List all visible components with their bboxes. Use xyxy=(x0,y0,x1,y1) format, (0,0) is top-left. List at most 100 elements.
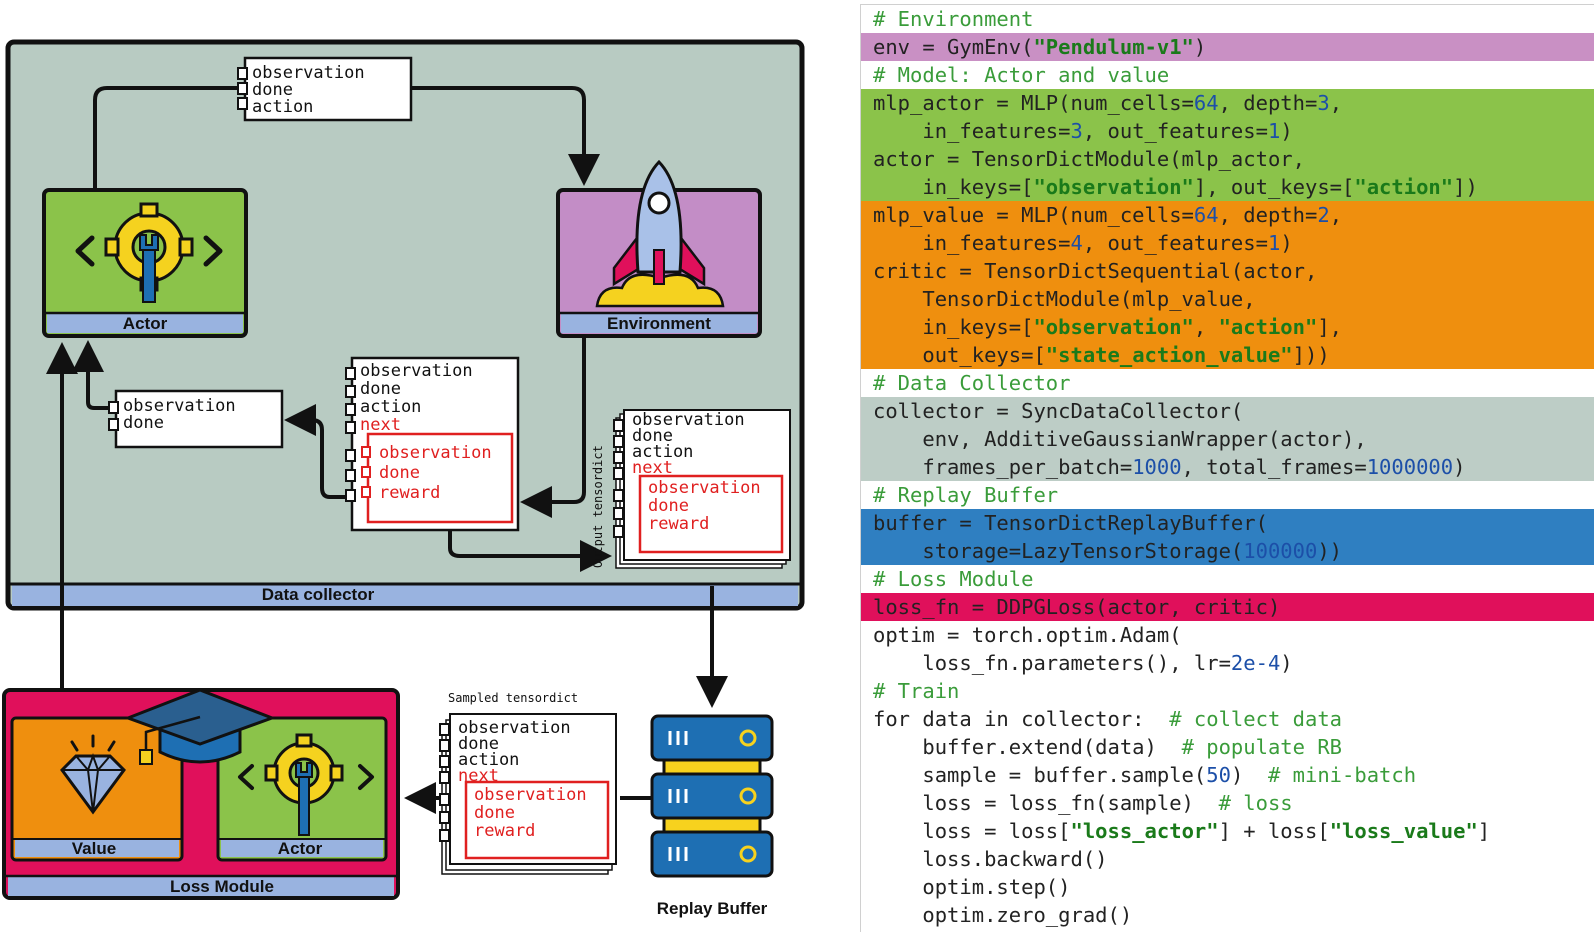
code-text: optim = torch.optim.Adam( xyxy=(873,623,1182,647)
code-text: out_keys=[ xyxy=(873,343,1046,367)
code-text: loss = loss[ xyxy=(873,819,1071,843)
code-text: )) xyxy=(1317,539,1343,563)
code-comment: # populate RB xyxy=(1181,735,1343,759)
code-comment: # Data Collector xyxy=(873,371,1071,395)
td-next-key: done xyxy=(379,463,420,483)
code-line-critic-in-keys: in_keys=["observation", "action"], xyxy=(861,313,1594,341)
code-number: 3 xyxy=(1317,91,1330,115)
code-comment: # Environment xyxy=(873,7,1034,31)
td-key: observation xyxy=(252,63,365,83)
code-comment: # Model: Actor and value xyxy=(873,63,1170,87)
td-next-key: reward xyxy=(474,821,535,841)
code-text: in_features= xyxy=(873,119,1071,143)
code-line-env: env = GymEnv("Pendulum-v1") xyxy=(861,33,1594,61)
arrow-step-td-to-small-td xyxy=(284,404,346,499)
output-tensordict-label: Output tensordict xyxy=(591,445,605,568)
loss-actor-label: Actor xyxy=(278,839,323,858)
code-text: ] + loss[ xyxy=(1218,819,1330,843)
code-text: ] xyxy=(1477,819,1491,843)
code-text: buffer = TensorDictReplayBuffer( xyxy=(873,511,1268,535)
td-next-key: observation xyxy=(474,785,587,805)
gear-wrench-icon xyxy=(238,733,374,836)
code-comment: # loss xyxy=(1218,791,1293,815)
code-string: "observation" xyxy=(1033,315,1194,339)
code-number: 2e-4 xyxy=(1230,651,1281,675)
code-text: for data in collector: xyxy=(873,707,1170,731)
arrow-env-to-step-td xyxy=(520,336,586,518)
code-string: "action" xyxy=(1218,315,1318,339)
code-text: TensorDictModule(mlp_value, xyxy=(873,287,1256,311)
td-key: observation xyxy=(123,396,236,416)
code-text: storage=LazyTensorStorage( xyxy=(873,539,1244,563)
code-line-for: for data in collector: # collect data xyxy=(861,705,1594,733)
code-text: mlp_actor = MLP(num_cells= xyxy=(873,91,1194,115)
value-label: Value xyxy=(72,839,116,858)
td-key: done xyxy=(458,734,499,754)
code-string: "action" xyxy=(1354,175,1454,199)
code-line-buffer: buffer = TensorDictReplayBuffer( xyxy=(861,509,1594,537)
code-line-collector: collector = SyncDataCollector( xyxy=(861,397,1594,425)
replay-buffer-label: Replay Buffer xyxy=(657,899,768,918)
code-string: "loss_value" xyxy=(1329,819,1478,843)
rl-pipeline-diagram: Data collector observation done action A… xyxy=(2,39,805,918)
td-key: done xyxy=(632,426,673,446)
code-line-optim-params: loss_fn.parameters(), lr=2e-4) xyxy=(861,649,1594,677)
code-line-optim: optim = torch.optim.Adam( xyxy=(861,621,1594,649)
code-text: ) xyxy=(1280,119,1293,143)
code-text: , xyxy=(1193,315,1219,339)
actor-label: Actor xyxy=(123,314,168,333)
td-next-key: reward xyxy=(648,514,709,534)
code-line-sample: sample = buffer.sample(50) # mini-batch xyxy=(861,761,1594,789)
code-text: , xyxy=(1329,203,1343,227)
code-text: env = GymEnv( xyxy=(873,35,1034,59)
data-collector-box: Data collector xyxy=(5,39,805,611)
environment-box: Environment xyxy=(556,159,762,338)
code-line-mlp-value: mlp_value = MLP(num_cells=64, depth=2, xyxy=(861,201,1594,229)
code-text: in_keys=[ xyxy=(873,175,1034,199)
code-comment-buffer: # Replay Buffer xyxy=(861,481,1594,509)
code-text: loss.backward() xyxy=(873,847,1108,871)
code-line-collector-frames: frames_per_batch=1000, total_frames=1000… xyxy=(861,453,1594,481)
code-text: optim.step() xyxy=(873,875,1071,899)
code-line-critic-out-keys: out_keys=["state_action_value"])) xyxy=(861,341,1594,369)
code-text: ) xyxy=(1280,231,1293,255)
code-line-extend: buffer.extend(data) # populate RB xyxy=(861,733,1594,761)
code-text: optim.zero_grad() xyxy=(873,903,1133,927)
small-tensordict: observation done xyxy=(108,389,284,449)
td-key: action xyxy=(252,97,313,117)
code-comment-collector: # Data Collector xyxy=(861,369,1594,397)
code-comment-train: # Train xyxy=(861,677,1594,705)
arrow-actor-to-td xyxy=(93,86,238,190)
code-number: 4 xyxy=(1070,231,1083,255)
code-text: collector = SyncDataCollector( xyxy=(873,399,1244,423)
code-comment: # Train xyxy=(873,679,960,703)
data-collector-label: Data collector xyxy=(262,585,375,604)
td-next-key: done xyxy=(648,496,689,516)
td-next-label: next xyxy=(632,458,673,478)
code-text: ], out_keys=[ xyxy=(1193,175,1355,199)
code-line-zero-grad: optim.zero_grad() xyxy=(861,901,1594,929)
code-comment-model: # Model: Actor and value xyxy=(861,61,1594,89)
td-next-key: observation xyxy=(648,478,761,498)
code-comment: # collect data xyxy=(1169,707,1343,731)
td-key: action xyxy=(632,442,693,462)
code-text: in_keys=[ xyxy=(873,315,1034,339)
td-key: action xyxy=(458,750,519,770)
code-text: ]) xyxy=(1453,175,1478,199)
code-line-loss-compute: loss = loss_fn(sample) # loss xyxy=(861,789,1594,817)
code-line-mlp-value-features: in_features=4, out_features=1) xyxy=(861,229,1594,257)
td-key: observation xyxy=(632,410,745,430)
code-text: ) xyxy=(1193,35,1207,59)
code-text: ], xyxy=(1317,315,1343,339)
code-text: in_features= xyxy=(873,231,1071,255)
code-line-buffer-storage: storage=LazyTensorStorage(100000)) xyxy=(861,537,1594,565)
code-panel: # Environment env = GymEnv("Pendulum-v1"… xyxy=(860,4,1594,932)
rocket-icon xyxy=(595,159,725,308)
td-next-key: reward xyxy=(379,483,440,503)
code-number: 2 xyxy=(1317,203,1330,227)
td-key: done xyxy=(360,379,401,399)
step-tensordict: observation done action next observation… xyxy=(345,356,520,532)
td-key: done xyxy=(123,413,164,433)
code-text: ) xyxy=(1280,651,1293,675)
code-line-critic-module: TensorDictModule(mlp_value, xyxy=(861,285,1594,313)
